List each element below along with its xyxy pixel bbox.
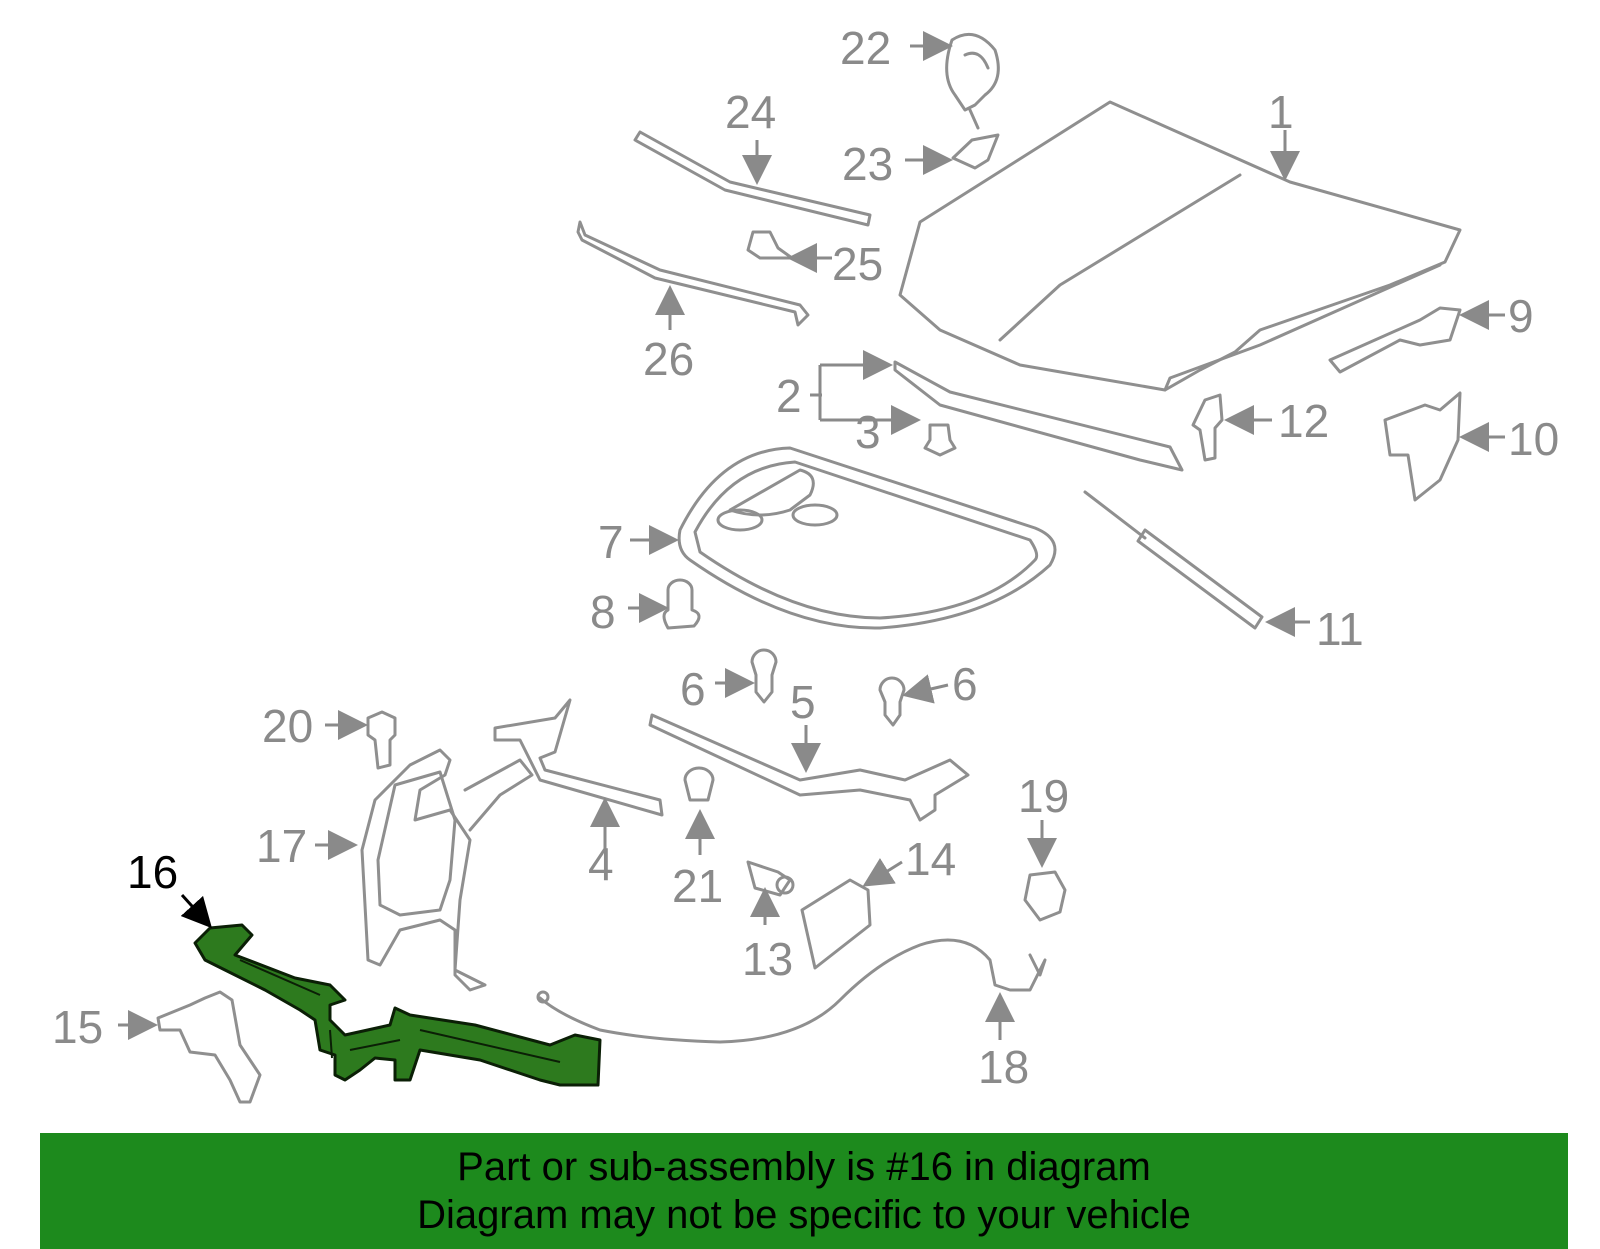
part-20-bolt xyxy=(366,710,397,770)
banner-line-disclaimer: Diagram may not be specific to your vehi… xyxy=(417,1193,1191,1237)
callout-24: 24 xyxy=(725,86,776,138)
part-19-grommet xyxy=(1023,870,1067,922)
part-23-bracket xyxy=(951,133,1000,170)
callout-6a: 6 xyxy=(680,663,706,715)
part-26-seal xyxy=(576,220,810,327)
part-9-bracket xyxy=(1328,306,1462,374)
part-11-strut xyxy=(1083,490,1264,630)
leader-arrows xyxy=(118,31,1505,1040)
callout-3: 3 xyxy=(855,406,881,458)
part-16-support-highlighted xyxy=(193,923,602,1087)
callout-7: 7 xyxy=(598,516,624,568)
callout-4: 4 xyxy=(588,838,614,890)
callout-25: 25 xyxy=(832,238,883,290)
callout-8: 8 xyxy=(590,586,616,638)
callout-1: 1 xyxy=(1268,86,1294,138)
info-banner: Part or sub-assembly is #16 in diagram D… xyxy=(40,1133,1568,1249)
callout-26: 26 xyxy=(643,333,694,385)
callout-16-highlighted: 16 xyxy=(127,846,178,898)
callout-10: 10 xyxy=(1508,413,1559,465)
part-5-seal xyxy=(648,713,970,822)
callout-labels: 1 2 3 4 5 6 6 7 8 9 10 11 12 13 14 15 16… xyxy=(52,22,1559,1093)
part-4-bracket xyxy=(493,698,664,817)
part-13-sensor xyxy=(746,860,795,897)
part-3-clip xyxy=(923,423,957,457)
callout-19: 19 xyxy=(1018,770,1069,822)
callout-17: 17 xyxy=(256,820,307,872)
part-17-support-frame xyxy=(360,748,534,992)
callout-14: 14 xyxy=(905,833,956,885)
callout-22: 22 xyxy=(840,22,891,74)
callout-2: 2 xyxy=(776,370,802,422)
part-6-pin-b xyxy=(878,676,906,727)
part-1-hood xyxy=(898,100,1462,392)
callout-18: 18 xyxy=(978,1041,1029,1093)
part-18-cable xyxy=(536,938,1047,1044)
part-14-shield xyxy=(800,878,872,970)
callout-15: 15 xyxy=(52,1001,103,1053)
callout-12: 12 xyxy=(1278,395,1329,447)
part-8-push-pin xyxy=(662,578,701,630)
callout-13: 13 xyxy=(742,933,793,985)
part-22-handle xyxy=(945,32,1000,130)
part-24-seal xyxy=(633,130,872,227)
part-10-panel xyxy=(1383,391,1462,502)
callout-23: 23 xyxy=(842,138,893,190)
part-21-plug xyxy=(683,766,715,802)
part-6-pin-a xyxy=(750,648,778,704)
callout-9: 9 xyxy=(1508,290,1534,342)
part-7-insulator xyxy=(677,446,1057,630)
callout-6b: 6 xyxy=(952,658,978,710)
banner-line-part-number: Part or sub-assembly is #16 in diagram xyxy=(457,1145,1151,1189)
part-15-bracket xyxy=(156,990,262,1104)
part-25-clip xyxy=(746,230,794,260)
callout-20: 20 xyxy=(262,700,313,752)
part-12-bumper xyxy=(1191,393,1224,462)
callout-5: 5 xyxy=(790,676,816,728)
callout-21: 21 xyxy=(672,860,723,912)
callout-11: 11 xyxy=(1316,603,1364,655)
